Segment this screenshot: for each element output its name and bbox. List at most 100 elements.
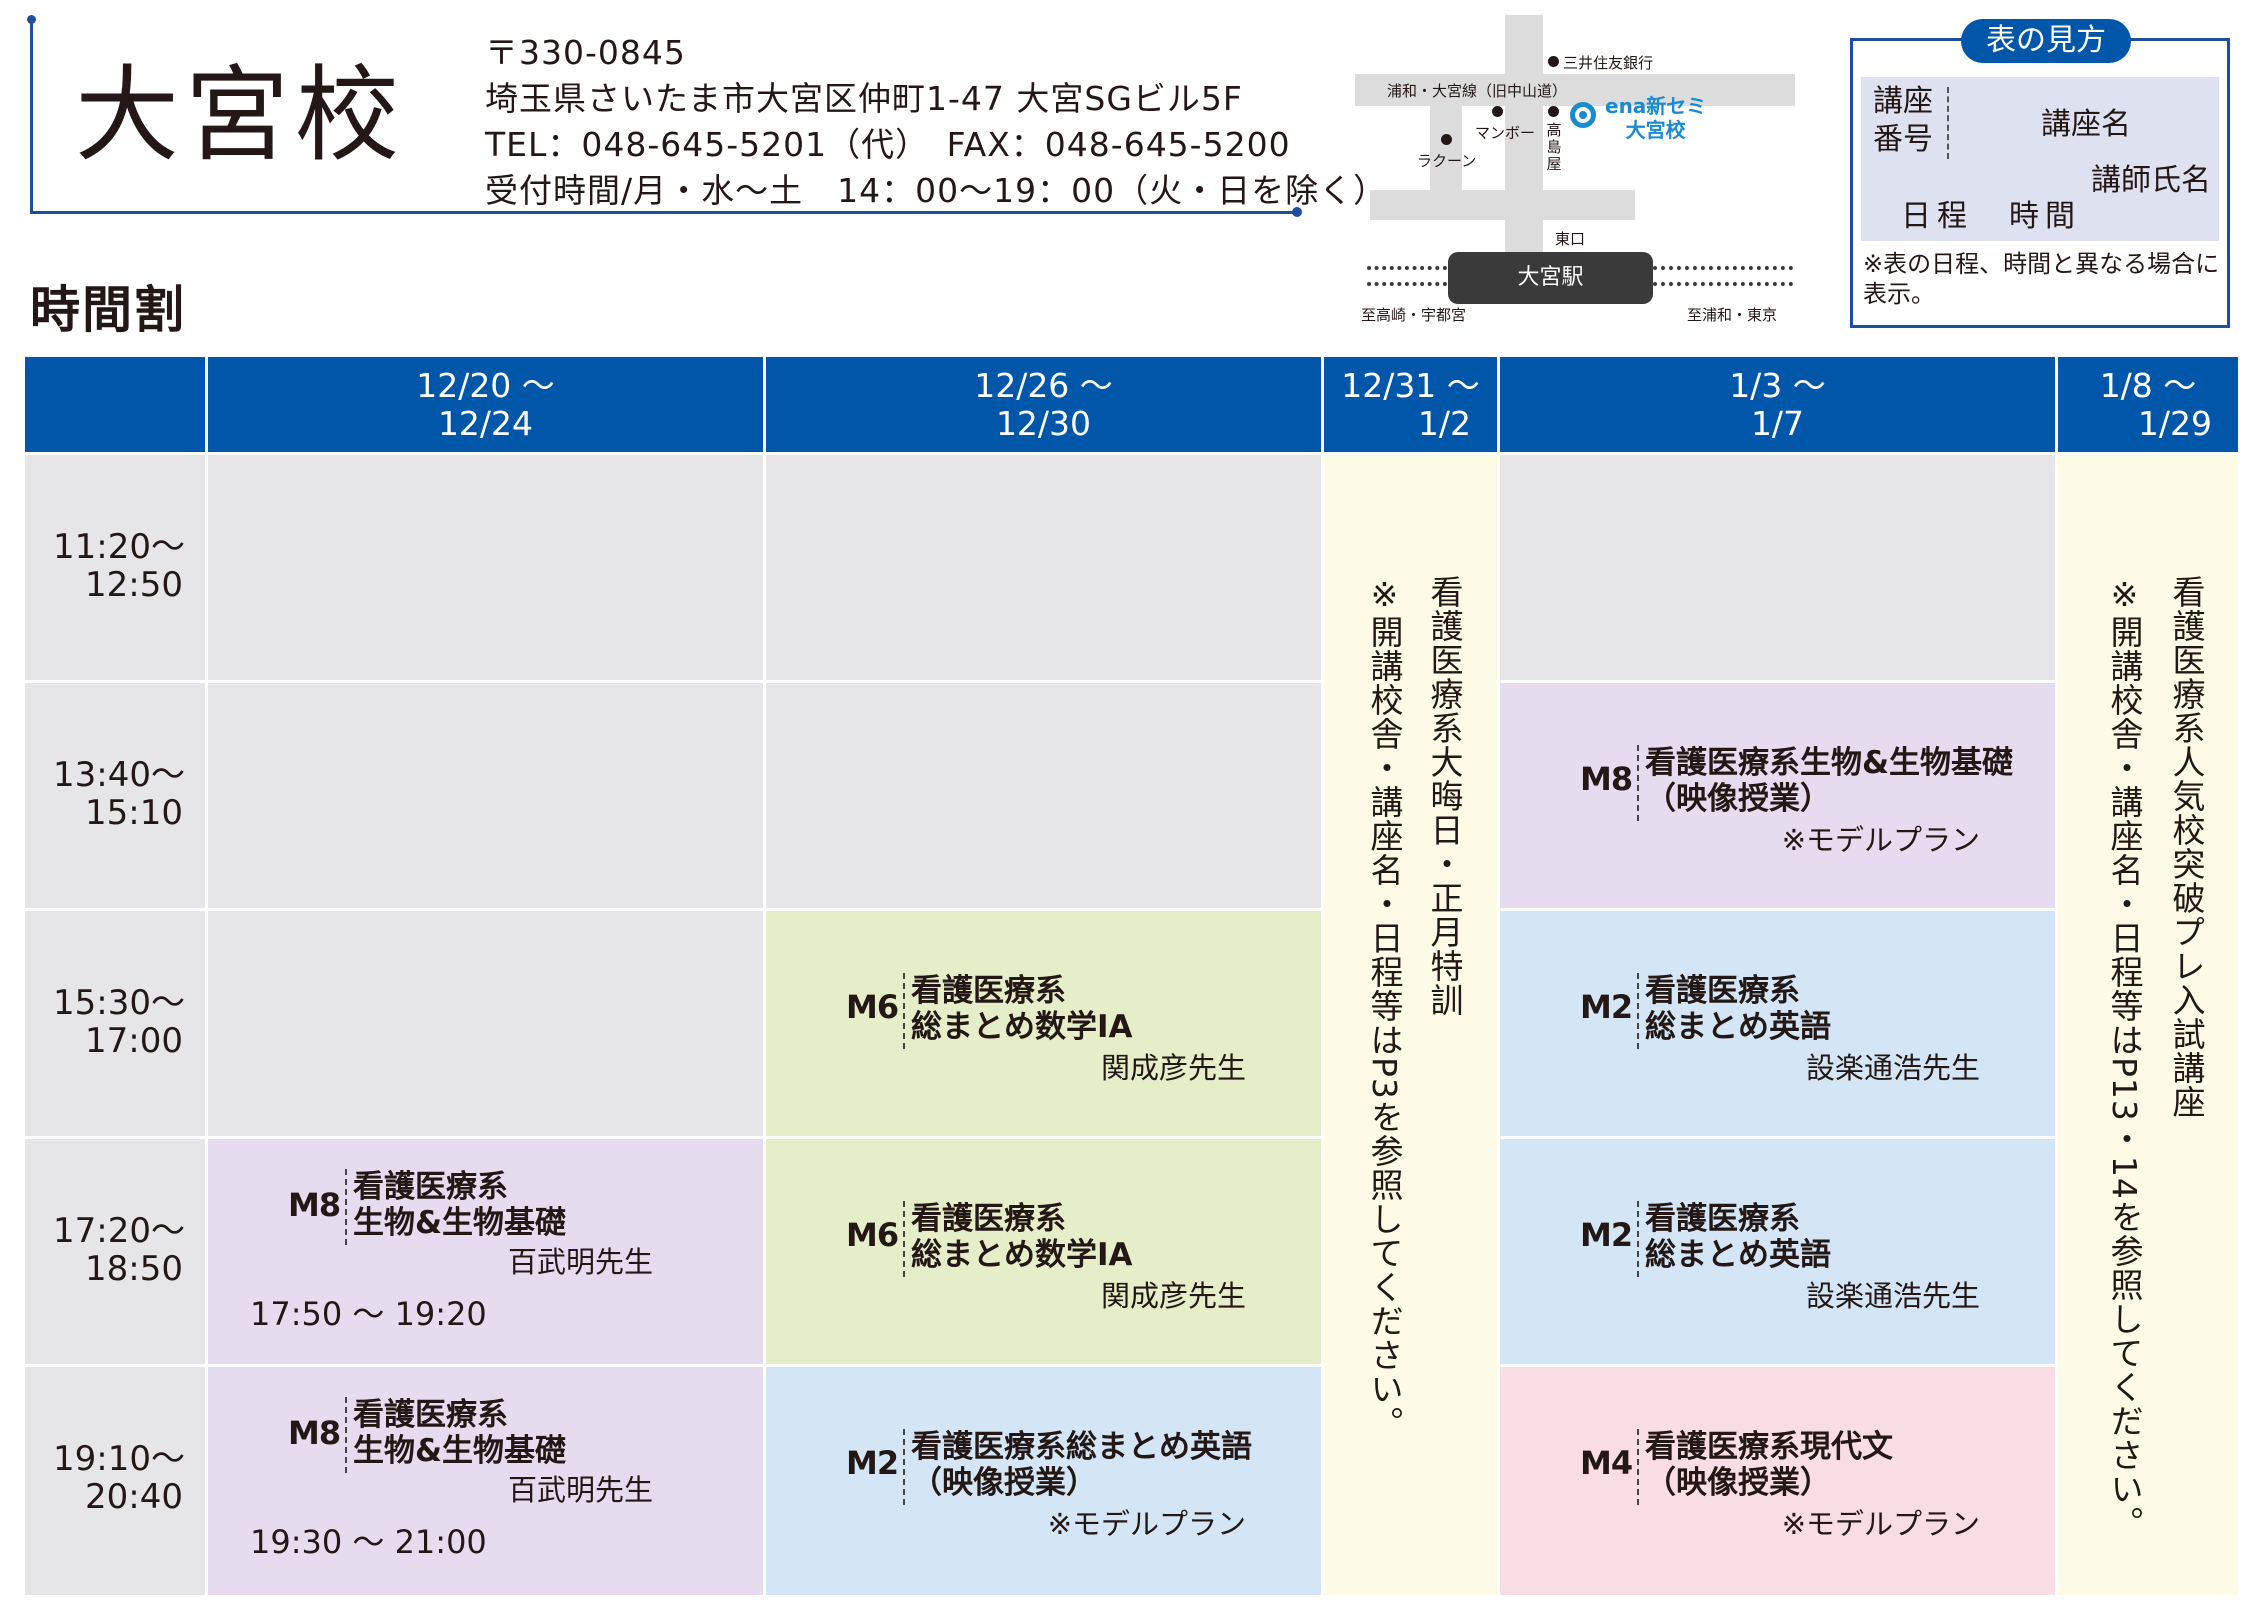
course-name-line1: 看護医療系総まとめ英語 xyxy=(911,1429,1252,1465)
timetable-grid: 12/20 ～ 12/24 12/26 ～ 12/30 12/31 ～ 1/2 … xyxy=(25,357,2238,1595)
course-name-line1: 看護医療系現代文 xyxy=(1645,1429,1893,1465)
school-location-pin xyxy=(1570,102,1596,128)
course-teacher: 設楽通浩先生 xyxy=(1805,1051,1980,1085)
course-name-line1: 看護医療系 xyxy=(353,1169,508,1205)
course-name-line2: 総まとめ英語 xyxy=(1645,1009,1831,1045)
column-header-start: 1/3 ～ xyxy=(1729,366,1826,405)
legend-box: 表の見方 講座番号 講座名 講師氏名 日程 時間 ※表の日程、時間と異なる場合に… xyxy=(1850,19,2230,328)
legend-course-label: 講座名 xyxy=(2041,107,2131,142)
column-header-end: 1/7 xyxy=(1750,404,1805,443)
map-station: 大宮駅 xyxy=(1448,252,1653,304)
course-note: ※モデルプラン xyxy=(1781,823,1980,857)
map-railway xyxy=(1653,282,1793,286)
frame-dot xyxy=(27,15,36,24)
course-divider xyxy=(1637,1201,1639,1277)
map-road-horizontal xyxy=(1370,190,1635,220)
course-code: M8 xyxy=(288,1186,341,1224)
time-start: 15:30～ xyxy=(53,983,185,1023)
time-cell: 19:10～ 20:40 xyxy=(25,1367,205,1595)
map-pin xyxy=(1548,56,1559,67)
course-name-line1: 看護医療系 xyxy=(911,973,1066,1009)
time-cell: 11:20～ 12:50 xyxy=(25,455,205,680)
time-start: 19:10～ xyxy=(53,1439,185,1479)
course-teacher: 設楽通浩先生 xyxy=(1805,1279,1980,1313)
map-railway xyxy=(1367,282,1447,286)
time-cell: 13:40～ 15:10 xyxy=(25,683,205,908)
course-slot[interactable]: M8 看護医療系 生物&生物基礎 百武明先生 17:50 ～ 19:20 xyxy=(208,1139,763,1364)
time-end: 17:00 xyxy=(85,1021,183,1061)
course-name-line1: 看護医療系生物&生物基礎 xyxy=(1645,745,2014,781)
time-cell: 17:20～ 18:50 xyxy=(25,1139,205,1364)
course-slot[interactable]: M8 看護医療系 生物&生物基礎 百武明先生 19:30 ～ 21:00 xyxy=(208,1367,763,1595)
column-header-start: 1/8 ～ xyxy=(2099,366,2197,405)
legend-teacher-label: 講師氏名 xyxy=(2091,163,2211,198)
map-railway xyxy=(1653,266,1793,270)
special-course-note: ※開講校舎・講座名・日程等はP3を参照してください。 xyxy=(1365,575,1404,1440)
street-address: 埼玉県さいたま市大宮区仲町1-47 大宮SGビル5F xyxy=(485,79,1243,118)
legend-divider xyxy=(1947,87,1949,159)
map-road-vertical xyxy=(1430,106,1462,218)
frame-dot xyxy=(1292,207,1302,217)
special-course-slot[interactable]: 看護医療系人気校突破プレ入試講座 ※開講校舎・講座名・日程等はP13・14を参照… xyxy=(2058,455,2238,1595)
time-start: 11:20～ xyxy=(53,527,185,567)
column-header-start: 12/20 ～ xyxy=(416,366,555,405)
course-name-line2: 生物&生物基礎 xyxy=(353,1433,567,1469)
course-name-line2: 総まとめ英語 xyxy=(1645,1237,1831,1273)
column-header: 1/8 ～ 1/29 xyxy=(2058,357,2238,452)
legend-schedule-label: 日程 時間 xyxy=(1901,199,2081,234)
empty-slot xyxy=(766,683,1321,908)
reception-hours: 受付時間/月・水～土 14：00～19：00（火・日を除く） xyxy=(485,171,1388,210)
legend-title: 表の見方 xyxy=(1961,19,2131,63)
course-slot[interactable]: M6 看護医療系 総まとめ数学ⅠA 関成彦先生 xyxy=(766,911,1321,1136)
legend-code-label: 講座番号 xyxy=(1873,84,1933,157)
course-name-line1: 看護医療系 xyxy=(1645,973,1800,1009)
map-label-street: 浦和・大宮線（旧中山道） xyxy=(1387,82,1568,100)
course-name-line1: 看護医療系 xyxy=(353,1397,508,1433)
course-code: M6 xyxy=(846,988,899,1026)
course-name-line2: 総まとめ数学ⅠA xyxy=(911,1009,1133,1045)
time-end: 18:50 xyxy=(85,1249,183,1289)
course-name-line2: （映像授業） xyxy=(1645,1465,1831,1501)
course-code: M2 xyxy=(1580,988,1633,1026)
course-code: M2 xyxy=(846,1444,899,1482)
course-slot[interactable]: M4 看護医療系現代文 （映像授業） ※モデルプラン xyxy=(1500,1367,2055,1595)
map-label-east-exit: 東口 xyxy=(1555,230,1586,248)
time-cell: 15:30～ 17:00 xyxy=(25,911,205,1136)
course-schedule: 19:30 ～ 21:00 xyxy=(250,1523,487,1561)
time-start: 13:40～ xyxy=(53,755,185,795)
course-slot[interactable]: M2 看護医療系 総まとめ英語 設楽通浩先生 xyxy=(1500,911,2055,1136)
map-label-to-takasaki: 至高崎・宇都宮 xyxy=(1361,306,1467,324)
special-course-slot[interactable]: 看護医療系大晦日・正月特訓 ※開講校舎・講座名・日程等はP3を参照してください。 xyxy=(1324,455,1497,1595)
map-pin xyxy=(1492,106,1503,117)
course-divider xyxy=(1637,745,1639,821)
course-divider xyxy=(345,1169,347,1245)
course-teacher: 百武明先生 xyxy=(507,1245,653,1279)
map-label-to-tokyo: 至浦和・東京 xyxy=(1687,306,1778,324)
course-divider xyxy=(903,973,905,1049)
frame-bottom-line xyxy=(30,211,1295,214)
school-label-line2: 大宮校 xyxy=(1625,118,1686,142)
column-header-end: 12/24 xyxy=(437,404,534,443)
column-header: 1/3 ～ 1/7 xyxy=(1500,357,2055,452)
course-name-line1: 看護医療系 xyxy=(1645,1201,1800,1237)
access-map: 大宮駅 三井住友銀行 浦和・大宮線（旧中山道） マンボー ラクーン 高島屋 en… xyxy=(1355,10,1795,335)
course-divider xyxy=(1637,1429,1639,1505)
course-slot[interactable]: M2 看護医療系 総まとめ英語 設楽通浩先生 xyxy=(1500,1139,2055,1364)
course-code: M6 xyxy=(846,1216,899,1254)
school-info-box: 大宮校 〒330-0845 埼玉県さいたま市大宮区仲町1-47 大宮SGビル5F… xyxy=(27,15,1386,217)
course-name-line2: 総まとめ数学ⅠA xyxy=(911,1237,1133,1273)
time-end: 12:50 xyxy=(85,565,183,605)
course-teacher: 関成彦先生 xyxy=(1100,1051,1246,1085)
course-slot[interactable]: M2 看護医療系総まとめ英語 （映像授業） ※モデルプラン xyxy=(766,1367,1321,1595)
course-divider xyxy=(903,1429,905,1505)
school-label-line1: ena新セミ xyxy=(1605,94,1707,118)
column-header: 12/31 ～ 1/2 xyxy=(1324,357,1497,452)
course-name-line2: （映像授業） xyxy=(1645,781,1831,817)
map-road-horizontal xyxy=(1355,74,1795,106)
time-end: 20:40 xyxy=(85,1477,183,1517)
course-slot[interactable]: M6 看護医療系 総まとめ数学ⅠA 関成彦先生 xyxy=(766,1139,1321,1364)
course-schedule: 17:50 ～ 19:20 xyxy=(250,1295,487,1333)
map-label-school: ena新セミ 大宮校 xyxy=(1605,94,1706,142)
course-slot[interactable]: M8 看護医療系生物&生物基礎 （映像授業） ※モデルプラン xyxy=(1500,683,2055,908)
course-code: M8 xyxy=(288,1414,341,1452)
